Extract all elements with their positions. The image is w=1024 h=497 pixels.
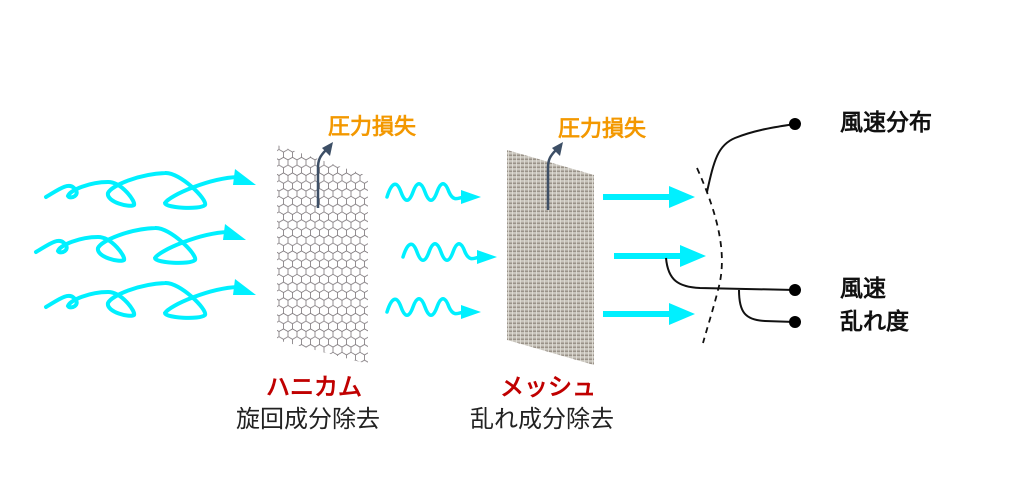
mesh-pressure-loss-label: 圧力損失 [558, 117, 647, 142]
straight-arrow [614, 245, 706, 267]
wavy-arrow [401, 242, 499, 266]
velocity-profile-dashed-line [696, 167, 723, 344]
honeycomb-screen [277, 145, 368, 364]
swirl-arrow [44, 167, 258, 210]
leader-turbulence [738, 289, 796, 323]
velocity-label: 風速 [840, 276, 886, 302]
straight-arrow [603, 303, 695, 325]
wavy-arrow [385, 297, 483, 321]
honeycomb-pressure-loss-arrow [316, 149, 327, 208]
endpoint-dot [789, 284, 801, 296]
swirl-arrow [34, 222, 248, 265]
swirl-arrow [44, 277, 258, 320]
wavy-arrow [385, 182, 483, 206]
leader-velocity [665, 257, 796, 291]
arrow-head-icon [552, 142, 563, 156]
turbulence-label: 乱れ度 [840, 309, 909, 335]
uniform-flow-arrows [603, 186, 706, 325]
wavy-flow-arrows [385, 182, 499, 321]
mesh-effect-label: 乱れ成分除去 [470, 405, 614, 433]
mesh-label: メッシュ [500, 373, 596, 401]
honeycomb-pressure-loss-label: 圧力損失 [328, 115, 417, 140]
honeycomb-effect-label: 旋回成分除去 [236, 405, 380, 433]
leader-velocity-distribution [706, 123, 796, 193]
swirling-inflow-arrows [34, 167, 258, 320]
velocity-distribution-label: 風速分布 [840, 110, 932, 136]
mesh-screen [507, 150, 594, 365]
mesh-pressure-loss-arrow [546, 149, 557, 210]
honeycomb-label: ハニカム [266, 373, 362, 401]
straight-arrow [603, 186, 695, 208]
endpoint-dot [789, 118, 801, 130]
endpoint-dot [789, 316, 801, 328]
arrow-head-icon [322, 142, 333, 156]
